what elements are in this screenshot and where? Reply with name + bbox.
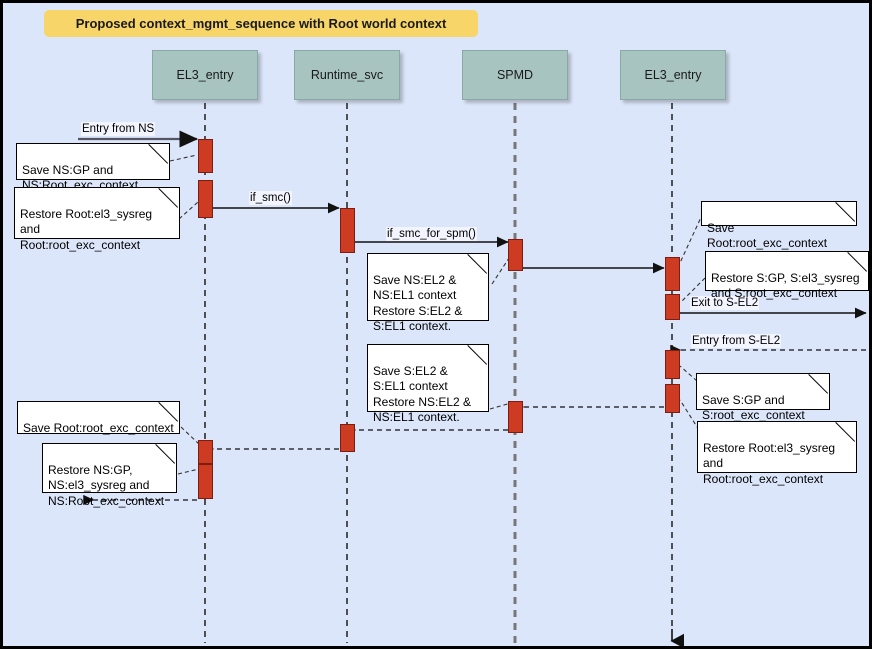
note-text: Save Root:root_exc_context [707, 220, 828, 251]
activation-el3-entry-left-2 [198, 180, 213, 218]
note-fold-corner-icon [836, 422, 856, 442]
note-connector-6 [679, 365, 698, 382]
message-label-exit-to-s-el2: Exit to S-EL2 [690, 296, 760, 310]
note-text: Restore Root:el3_sysreg and Root:root_ex… [20, 206, 153, 252]
note-fold-corner-icon [468, 345, 488, 365]
note-save-s-el2-restore-ns-el2: Save S:EL2 & S:EL1 context Restore NS:EL… [367, 344, 489, 424]
participant-spmd[interactable]: SPMD [462, 50, 568, 100]
note-restore-ns-gp: Restore NS:GP, NS:el3_sysreg and NS:Root… [42, 443, 177, 508]
message-label-if-smc-for-spm: if_smc_for_spm() [386, 227, 477, 241]
connector-layer [78, 103, 867, 646]
activation-el3-entry-left-3 [198, 440, 213, 464]
note-connector-10 [177, 468, 200, 475]
message-label-entry-from-s-el2: Entry from S-EL2 [691, 334, 782, 348]
activation-el3-entry-right-1 [665, 257, 680, 291]
note-fold-corner-icon [468, 254, 488, 274]
note-fold-corner-icon [156, 444, 176, 464]
note-fold-corner-icon [809, 374, 829, 394]
note-text: Restore S:GP, S:el3_sysreg and S:root_ex… [711, 270, 860, 301]
note-fold-corner-icon [836, 202, 856, 222]
activation-runtime-svc-2 [340, 424, 355, 452]
note-save-root-exc-context-left: Save Root:root_exc_context [17, 401, 180, 435]
participant-label: Runtime_svc [310, 68, 384, 82]
note-connector-5 [680, 277, 706, 303]
note-restore-root-el3-sysreg-right: Restore Root:el3_sysreg and Root:root_ex… [697, 421, 857, 486]
note-fold-corner-icon [159, 402, 179, 422]
note-save-ns-gp: Save NS:GP and NS:Root_exc_context [16, 143, 170, 192]
activation-el3-entry-right-3 [665, 350, 680, 379]
diagram-title-banner: Proposed context_mgmt_sequence with Root… [44, 10, 478, 37]
note-fold-corner-icon [149, 144, 169, 164]
note-text: Restore Root:el3_sysreg and Root:root_ex… [703, 440, 836, 486]
note-restore-root-el3-sysreg: Restore Root:el3_sysreg and Root:root_ex… [14, 187, 180, 252]
participant-runtime-svc[interactable]: Runtime_svc [294, 50, 400, 100]
activation-el3-entry-left-1 [198, 139, 213, 173]
activation-el3-entry-right-2 [665, 294, 680, 320]
note-connector-8 [489, 402, 512, 410]
note-connector-7 [679, 399, 700, 431]
note-restore-s-gp-s-el3-sysreg: Restore S:GP, S:el3_sysreg and S:root_ex… [705, 251, 869, 300]
message-label-if-smc: if_smc() [249, 191, 292, 205]
note-text: Save Root:root_exc_context [23, 420, 174, 435]
note-connector-1 [169, 154, 198, 162]
note-text: Save S:EL2 & S:EL1 context Restore NS:EL… [373, 363, 472, 425]
participant-label: EL3_entry [176, 68, 234, 82]
participant-label: EL3_entry [644, 68, 702, 82]
note-text: Save NS:EL2 & NS:EL1 context Restore S:E… [373, 272, 463, 334]
note-connector-4 [678, 212, 704, 266]
note-save-root-exc-context-right: Save Root:root_exc_context [701, 201, 857, 250]
participant-el3-entry-right[interactable]: EL3_entry [620, 50, 726, 100]
note-save-s-gp: Save S:GP and S:root_exc_context [696, 373, 830, 422]
note-connector-3 [491, 254, 512, 285]
note-fold-corner-icon [159, 188, 179, 208]
activation-el3-entry-left-4 [198, 464, 213, 499]
participant-label: SPMD [496, 68, 534, 82]
page-title: Proposed context_mgmt_sequence with Root… [75, 16, 447, 31]
participant-el3-entry-left[interactable]: EL3_entry [152, 50, 258, 100]
activation-spmd-2 [508, 401, 523, 433]
note-text: Restore NS:GP, NS:el3_sysreg and NS:Root… [48, 462, 165, 508]
note-connector-2 [178, 201, 199, 220]
activation-runtime-svc-1 [340, 208, 355, 253]
activation-spmd-1 [508, 239, 523, 271]
note-connector-9 [180, 426, 200, 445]
note-fold-corner-icon [848, 252, 868, 272]
message-label-entry-from-ns: Entry from NS [81, 122, 156, 136]
activation-el3-entry-right-4 [665, 384, 680, 413]
note-save-ns-el2-restore-s-el2: Save NS:EL2 & NS:EL1 context Restore S:E… [367, 253, 489, 333]
note-text: Save S:GP and S:root_exc_context [702, 392, 805, 423]
